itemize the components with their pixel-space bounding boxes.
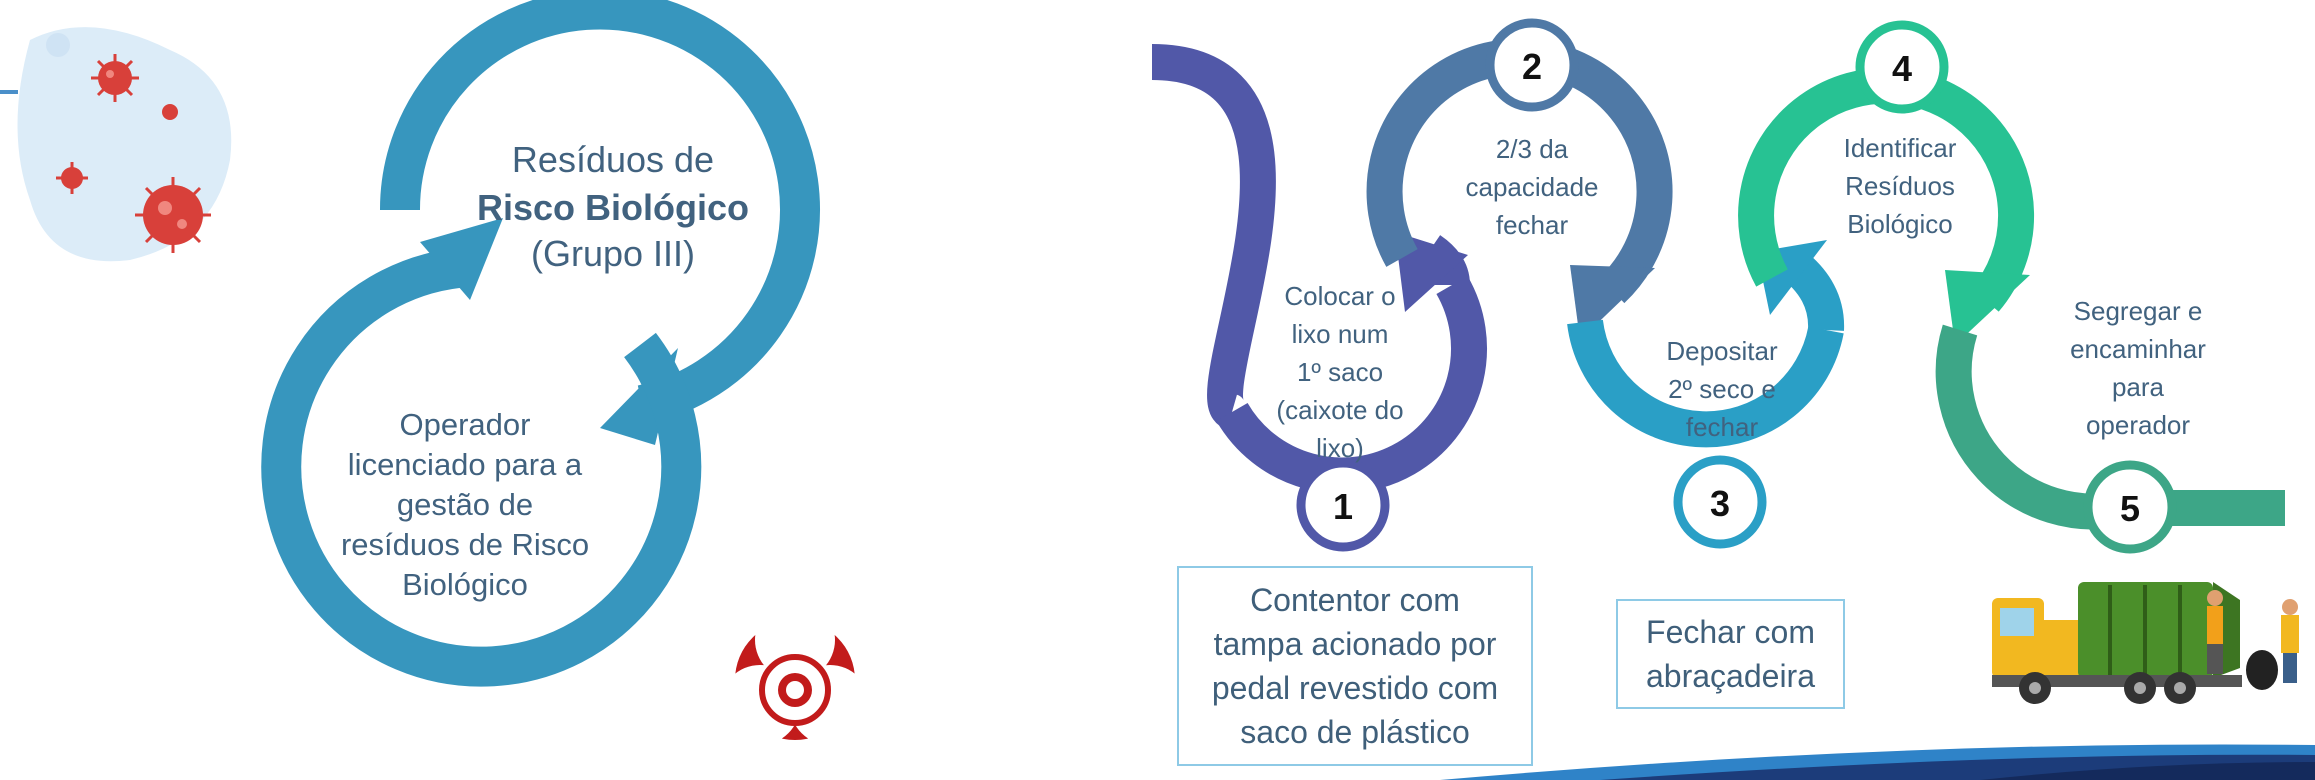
top-arc bbox=[379, 0, 820, 425]
top-label-line-3: (Grupo III) bbox=[531, 233, 695, 274]
bottom-label-line-5: Biológico bbox=[402, 567, 528, 602]
bottom-label-line-2: licenciado para a bbox=[348, 447, 583, 482]
biohazard-icon bbox=[720, 600, 870, 745]
garbage-truck-icon bbox=[1992, 582, 2299, 704]
svg-text:encaminhar: encaminhar bbox=[2070, 334, 2206, 364]
svg-text:para: para bbox=[2112, 372, 2165, 402]
bottom-arc-arrowhead bbox=[420, 218, 503, 300]
step1-arrowhead bbox=[1395, 232, 1468, 312]
svg-text:Identificar: Identificar bbox=[1844, 133, 1957, 163]
svg-text:5: 5 bbox=[2120, 488, 2140, 529]
svg-text:1: 1 bbox=[1333, 486, 1353, 527]
svg-text:lixo): lixo) bbox=[1316, 433, 1364, 463]
svg-text:operador: operador bbox=[2086, 410, 2190, 440]
bottom-label-line-3: gestão de bbox=[397, 487, 533, 522]
step-label-2: 2/3 da capacidade fechar bbox=[1466, 134, 1599, 240]
step-cycle: 1 2 3 4 5 Colocar o lixo num 1º saco (ca… bbox=[1151, 18, 2285, 554]
step5-arc bbox=[1935, 324, 2130, 530]
tie-note-text: Fechar com abraçadeira bbox=[1646, 614, 1815, 694]
container-note: Contentor com tampa acionado por pedal r… bbox=[1177, 566, 1533, 766]
footer-band bbox=[1440, 744, 2315, 780]
svg-text:Resíduos: Resíduos bbox=[1845, 171, 1955, 201]
svg-text:Colocar o: Colocar o bbox=[1284, 281, 1395, 311]
top-label-line-1: Resíduos de bbox=[512, 139, 714, 180]
svg-text:(caixote do: (caixote do bbox=[1276, 395, 1403, 425]
svg-text:fechar: fechar bbox=[1686, 412, 1759, 442]
svg-text:Biológico: Biológico bbox=[1847, 209, 1953, 239]
step-label-4: Identificar Resíduos Biológico bbox=[1844, 133, 1957, 239]
step-badge-2: 2 bbox=[1485, 18, 1579, 112]
svg-text:lixo num: lixo num bbox=[1292, 319, 1389, 349]
left-cycle: Resíduos de Risco Biológico (Grupo III) … bbox=[261, 0, 820, 687]
top-label-line-2: Risco Biológico bbox=[477, 187, 749, 228]
container-note-text: Contentor com tampa acionado por pedal r… bbox=[1211, 582, 1499, 750]
step-label-1: Colocar o lixo num 1º saco (caixote do l… bbox=[1276, 281, 1403, 463]
step3-arc bbox=[1567, 319, 1844, 448]
step-badge-4: 4 bbox=[1855, 20, 1949, 114]
tie-note: Fechar com abraçadeira bbox=[1616, 599, 1845, 709]
step-label-5: Segregar e encaminhar para operador bbox=[2070, 296, 2206, 440]
svg-text:4: 4 bbox=[1892, 48, 1912, 89]
svg-text:3: 3 bbox=[1710, 483, 1730, 524]
svg-text:Segregar e: Segregar e bbox=[2074, 296, 2203, 326]
step-badge-1: 1 bbox=[1296, 458, 1390, 552]
bottom-arc bbox=[261, 248, 702, 687]
svg-text:2º seco e: 2º seco e bbox=[1668, 374, 1776, 404]
svg-text:1º saco: 1º saco bbox=[1297, 357, 1383, 387]
svg-text:Depositar: Depositar bbox=[1666, 336, 1778, 366]
step-label-3: Depositar 2º seco e fechar bbox=[1666, 336, 1778, 442]
step4-arrowhead bbox=[1945, 270, 2030, 345]
virus-icon bbox=[0, 27, 232, 262]
step1-arc bbox=[1151, 44, 1276, 430]
svg-text:fechar: fechar bbox=[1496, 210, 1569, 240]
svg-text:capacidade: capacidade bbox=[1466, 172, 1599, 202]
step1-arc-lower bbox=[1216, 276, 1487, 494]
svg-text:2: 2 bbox=[1522, 46, 1542, 87]
svg-text:2/3 da: 2/3 da bbox=[1496, 134, 1569, 164]
bottom-label-line-4: resíduos de Risco bbox=[341, 527, 589, 562]
step-badge-5: 5 bbox=[2083, 460, 2177, 554]
bottom-label-line-1: Operador bbox=[400, 407, 531, 442]
step-badge-3: 3 bbox=[1673, 455, 1767, 549]
